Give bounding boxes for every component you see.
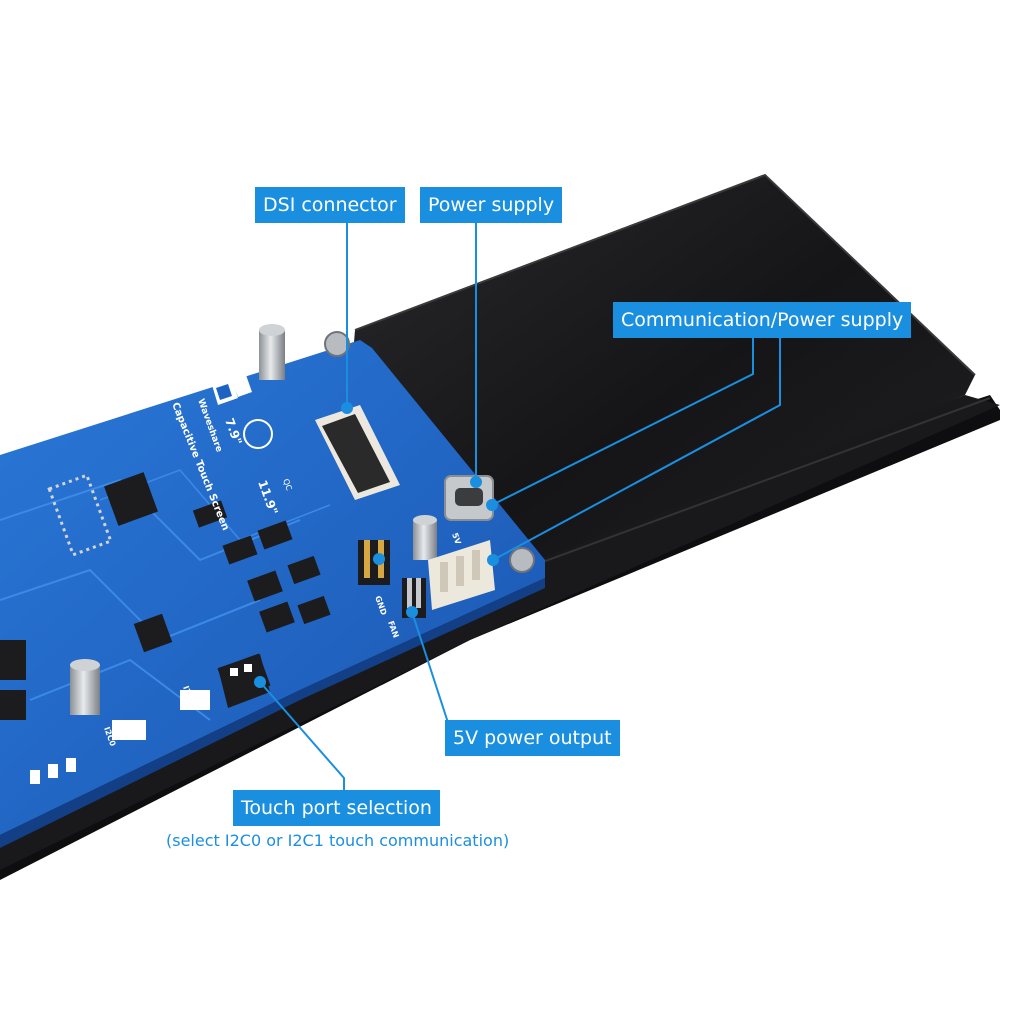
leader-comm-b — [492, 338, 781, 561]
callout-comm-power: Communication/Power supply — [613, 302, 912, 338]
connectors — [218, 405, 495, 708]
touch-port-note: (select I2C0 or I2C1 touch communication… — [166, 831, 510, 850]
dot-power — [470, 476, 482, 488]
leader-5v — [411, 611, 454, 739]
dot-5v — [406, 606, 418, 618]
dot-jumper — [373, 553, 385, 565]
callout-power-supply: Power supply — [420, 187, 563, 223]
leader-comm-a — [491, 338, 754, 506]
leader-dots — [254, 402, 499, 688]
dot-touch — [254, 676, 266, 688]
standoff-top — [259, 324, 285, 380]
usb-c-port — [444, 475, 494, 521]
dot-comm-a — [486, 499, 498, 511]
dot-comm-b — [487, 554, 499, 566]
mount-hole-right — [509, 547, 535, 573]
callout-touch-port: Touch port selection — [233, 790, 440, 826]
mount-circle-outline — [243, 419, 273, 449]
jst-connector — [428, 540, 495, 610]
callout-power-output: 5V power output — [445, 720, 620, 756]
waveshare-logo-icon — [212, 375, 252, 405]
leader-lines — [259, 222, 781, 791]
jumper-header — [358, 540, 390, 585]
standoff-mid — [413, 515, 437, 560]
pin-5v-text: 5V — [450, 532, 463, 547]
standoff-bottom — [70, 659, 100, 715]
touch-switch — [218, 654, 270, 708]
mount-hole-top — [324, 331, 350, 357]
dsi-connector-port — [315, 405, 400, 500]
dot-dsi — [341, 402, 353, 414]
leader-touch — [259, 681, 345, 791]
qc-text: QC — [281, 478, 294, 493]
callout-dsi-connector: DSI connector — [255, 187, 405, 223]
standoffs — [70, 324, 535, 715]
